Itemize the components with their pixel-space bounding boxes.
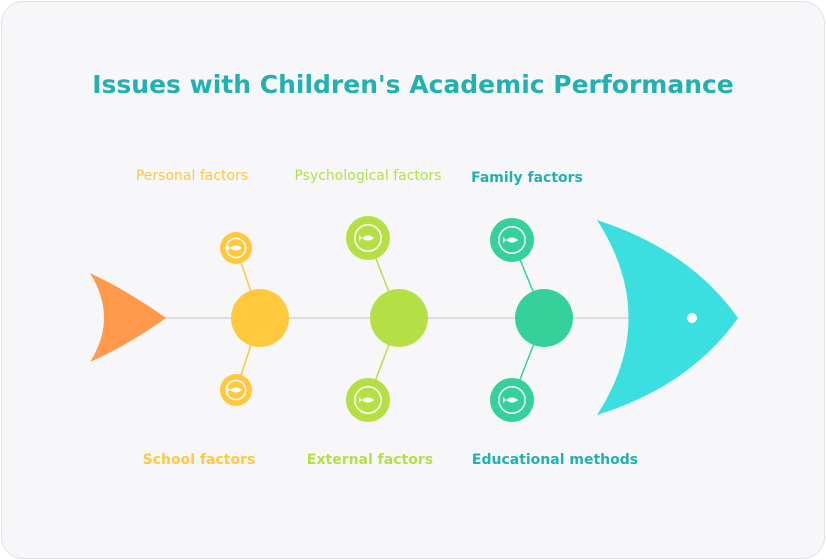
fish-icon xyxy=(359,235,374,241)
fish-icon xyxy=(227,387,242,393)
fish-icon xyxy=(227,245,242,251)
cause-node-ring-bot xyxy=(225,379,247,401)
top-label: Family factors xyxy=(471,170,583,186)
fish-eye xyxy=(687,313,697,323)
category-node xyxy=(515,289,573,347)
cause-node-ring-top xyxy=(225,237,247,259)
bottom-label: Educational methods xyxy=(472,452,638,468)
bottom-label: School factors xyxy=(143,452,256,468)
category-node xyxy=(370,289,428,347)
bottom-label: External factors xyxy=(307,452,433,468)
cause-node-ring-bot xyxy=(498,386,526,414)
fish-head xyxy=(597,220,738,415)
cause-node-ring-top xyxy=(498,226,526,254)
cause-node-ring-top xyxy=(354,224,382,252)
fish-icon xyxy=(503,237,518,243)
fish-icon xyxy=(503,397,518,403)
fish-icon xyxy=(359,397,374,403)
top-label: Personal factors xyxy=(136,168,248,184)
category-node xyxy=(231,289,289,347)
top-label: Psychological factors xyxy=(294,168,441,184)
cause-node-ring-bot xyxy=(354,386,382,414)
diagram-title: Issues with Children's Academic Performa… xyxy=(92,70,734,99)
fish-tail xyxy=(90,273,166,362)
